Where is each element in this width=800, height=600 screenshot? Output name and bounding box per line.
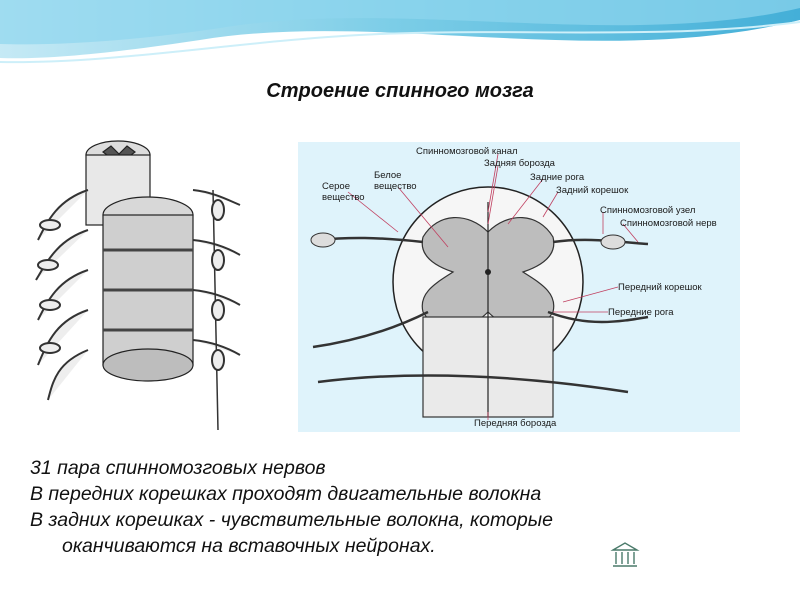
cross-section-drawing xyxy=(310,153,649,420)
label-white-matter-1: Белое xyxy=(374,170,402,181)
vertebral-column-illustration xyxy=(28,130,243,442)
text-line-4: оканчиваются на вставочных нейронах. xyxy=(62,535,436,557)
text-line-2: В передних корешках проходят двигательны… xyxy=(30,483,542,505)
label-anterior-root: Передний корешок xyxy=(618,282,702,293)
header-wave xyxy=(0,0,800,64)
label-posterior-root: Задний корешок xyxy=(556,185,629,196)
label-white-matter-2: вещество xyxy=(374,181,417,192)
slide-text-block: 31 пара спинномозговых нервов В передних… xyxy=(30,455,780,559)
building-icon xyxy=(610,542,640,567)
label-gray-matter-2: вещество xyxy=(322,192,365,203)
label-posterior-horns: Задние рога xyxy=(530,172,585,183)
label-anterior-fissure: Передняя борозда xyxy=(474,418,557,429)
label-posterior-sulcus: Задняя борозда xyxy=(484,158,555,169)
text-line-1: 31 пара спинномозговых нервов xyxy=(30,457,326,479)
slide-title: Строение спинного мозга xyxy=(266,80,534,102)
label-spinal-nerve: Спинномозговой нерв xyxy=(620,218,717,229)
label-spinal-canal: Спинномозговой канал xyxy=(416,146,518,157)
label-gray-matter-1: Серое xyxy=(322,181,350,192)
label-spinal-ganglion: Спинномозговой узел xyxy=(600,205,696,216)
text-line-3: В задних корешках - чувствительные волок… xyxy=(30,509,553,531)
spinal-cord-cross-section: Спинномозговой канал Задняя борозда Бело… xyxy=(298,142,740,432)
label-anterior-horns: Передние рога xyxy=(608,307,674,318)
